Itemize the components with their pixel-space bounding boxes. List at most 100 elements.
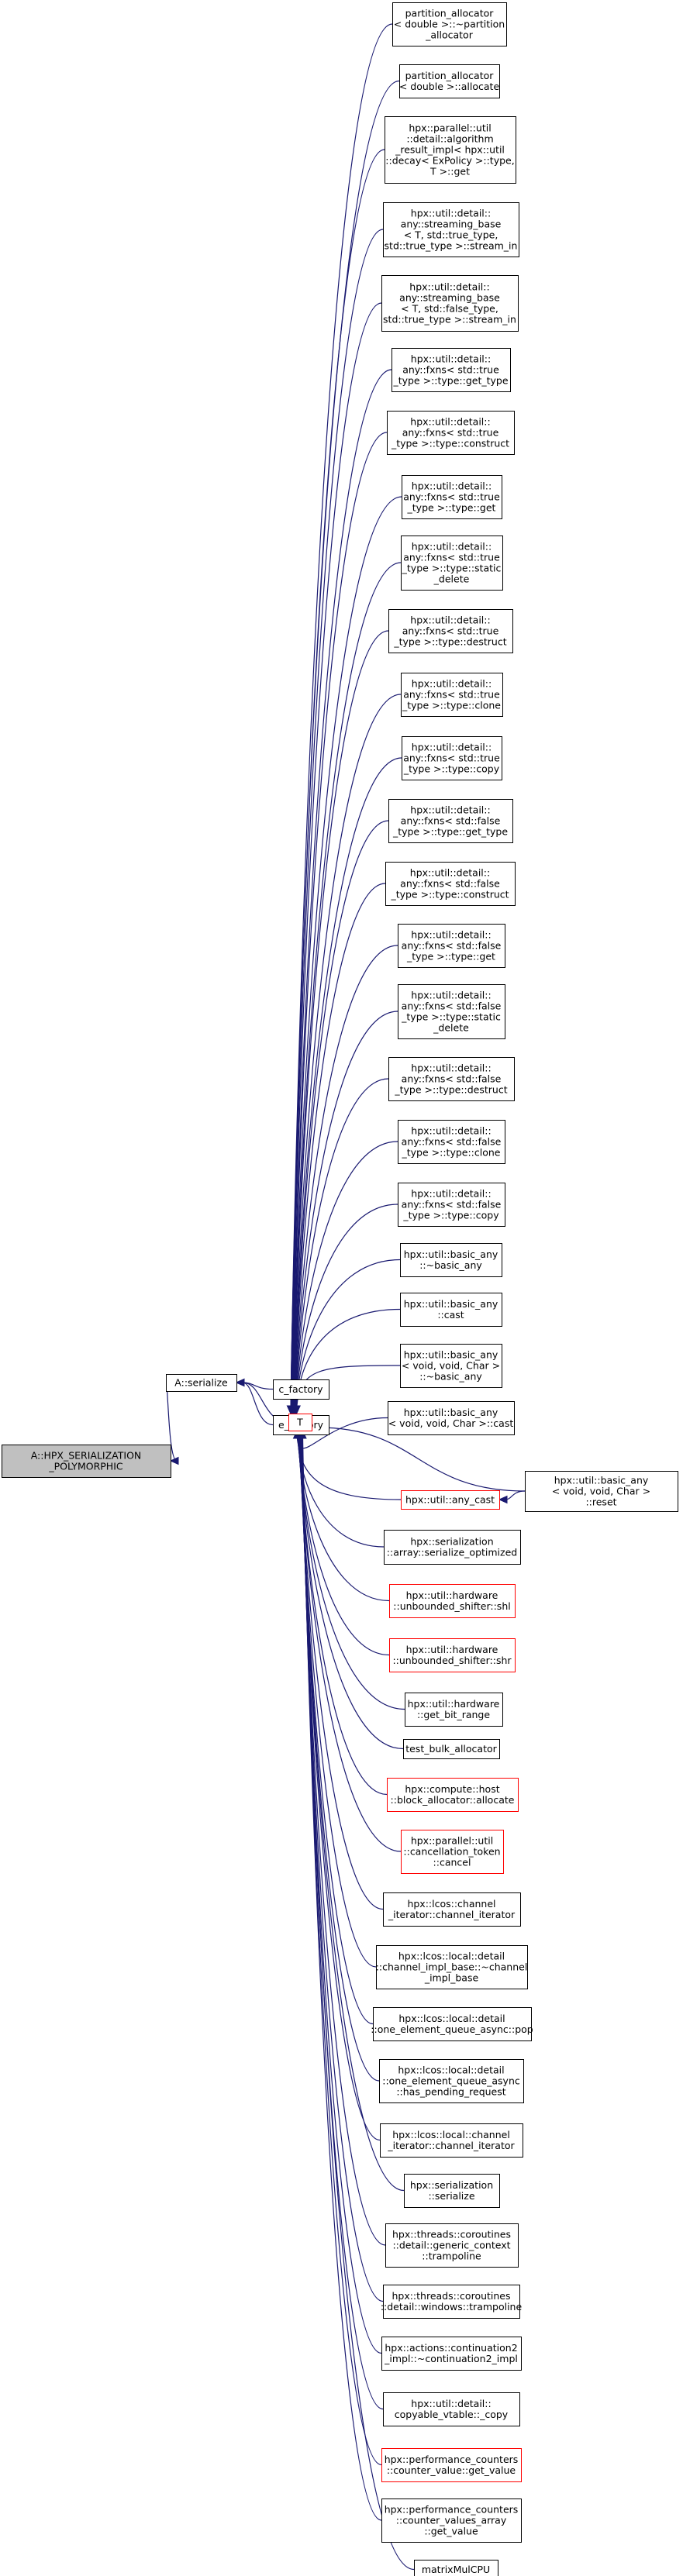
node-c24[interactable]: hpx::util::any_cast <box>401 1490 500 1510</box>
node-label: _delete <box>433 1022 469 1034</box>
node-label: ::serialize <box>428 2190 474 2202</box>
node-label: hpx::util::basic_any <box>404 1407 498 1418</box>
node-box <box>403 1739 500 1759</box>
node-label: _type >::type::construct <box>390 889 509 901</box>
node-c44[interactable]: matrixMulCPU <box>414 2560 498 2576</box>
node-c3[interactable]: hpx::parallel::util::detail::algorithm_r… <box>385 116 516 184</box>
node-label: hpx::threads::coroutines <box>392 2290 510 2302</box>
node-c19[interactable]: hpx::util::detail::any::fxns< std::false… <box>398 1183 505 1227</box>
node-label: _POLYMORPHIC <box>48 1461 122 1472</box>
node-box <box>373 2007 532 2041</box>
node-c26[interactable]: hpx::util::hardware::unbounded_shifter::… <box>389 1584 516 1618</box>
node-label: any::fxns< std::false <box>402 1136 502 1148</box>
node-label: any::fxns< std::true <box>402 364 499 376</box>
node-c14[interactable]: hpx::util::detail::any::fxns< std::false… <box>385 862 516 906</box>
node-label: hpx::util::detail:: <box>412 541 492 553</box>
node-c27[interactable]: hpx::util::hardware::unbounded_shifter::… <box>389 1638 516 1672</box>
node-label: hpx::util::detail:: <box>411 1062 491 1074</box>
node-c28[interactable]: hpx::util::hardware::get_bit_range <box>405 1693 503 1727</box>
node-c38[interactable]: hpx::threads::coroutines::detail::generi… <box>385 2223 519 2268</box>
node-box <box>525 1471 678 1512</box>
node-c36[interactable]: hpx::lcos::local::channel_iterator::chan… <box>380 2123 523 2158</box>
node-label: _type >::type::get_type <box>392 826 508 838</box>
node-label: hpx::util::detail:: <box>410 416 490 428</box>
node-c8[interactable]: hpx::util::detail::any::fxns< std::true_… <box>402 475 502 519</box>
edge-reset-to-c24 <box>505 1490 526 1500</box>
node-T[interactable]: T <box>288 1414 312 1431</box>
node-c6[interactable]: hpx::util::detail::any::fxns< std::true_… <box>392 348 511 392</box>
node-c30[interactable]: hpx::compute::host::block_allocator::all… <box>387 1778 519 1812</box>
node-label: hpx::util::detail:: <box>411 2398 491 2409</box>
node-label: A::serialize <box>174 1377 228 1389</box>
edge-c9-to-T <box>291 562 402 1414</box>
node-box <box>398 1183 505 1227</box>
node-label: _type >::type::get <box>407 502 496 514</box>
node-c_factory[interactable]: c_factory <box>273 1379 329 1400</box>
node-c9[interactable]: hpx::util::detail::any::fxns< std::true_… <box>401 536 503 591</box>
node-c7[interactable]: hpx::util::detail::any::fxns< std::true_… <box>387 411 515 455</box>
node-c23[interactable]: hpx::util::basic_any< void, void, Char >… <box>388 1401 515 1435</box>
node-c41[interactable]: hpx::util::detail::copyable_vtable::_cop… <box>383 2392 520 2426</box>
node-c2[interactable]: partition_allocator< double >::allocate <box>399 64 500 98</box>
node-label: ::counter_value::get_value <box>387 2464 516 2476</box>
node-label: _type >::type::static <box>402 563 502 574</box>
node-c15[interactable]: hpx::util::detail::any::fxns< std::false… <box>398 924 505 968</box>
node-c10[interactable]: hpx::util::detail::any::fxns< std::true_… <box>388 609 513 653</box>
node-reset[interactable]: hpx::util::basic_any< void, void, Char >… <box>525 1471 678 1512</box>
node-root[interactable]: A::HPX_SERIALIZATION_POLYMORPHIC <box>2 1445 171 1478</box>
node-serialize[interactable]: A::serialize <box>166 1374 237 1392</box>
node-c33[interactable]: hpx::lcos::local::detail::channel_impl_b… <box>376 1945 528 1989</box>
node-label: c_factory <box>278 1383 323 1395</box>
node-c4[interactable]: hpx::util::detail::any::streaming_base< … <box>383 202 519 257</box>
node-label: < double >::allocate <box>399 81 500 92</box>
node-c18[interactable]: hpx::util::detail::any::fxns< std::false… <box>398 1120 505 1164</box>
node-c16[interactable]: hpx::util::detail::any::fxns< std::false… <box>398 984 505 1039</box>
node-label: < void, void, Char >::cast <box>388 1417 514 1429</box>
node-c1[interactable]: partition_allocator< double >::~partitio… <box>392 2 507 46</box>
node-box <box>273 1379 329 1400</box>
node-label: any::fxns< std::true <box>402 625 499 637</box>
node-c21[interactable]: hpx::util::basic_any::cast <box>400 1293 502 1327</box>
node-c20[interactable]: hpx::util::basic_any::~basic_any <box>400 1243 502 1277</box>
node-c5[interactable]: hpx::util::detail::any::streaming_base< … <box>381 275 519 332</box>
node-c39[interactable]: hpx::threads::coroutines::detail::window… <box>381 2285 523 2319</box>
node-label: < void, void, Char > <box>552 1486 650 1497</box>
node-label: hpx::performance_counters <box>385 2454 519 2465</box>
node-c17[interactable]: hpx::util::detail::any::fxns< std::false… <box>388 1057 515 1101</box>
node-box <box>388 609 513 653</box>
node-label: hpx::util::hardware <box>408 1698 500 1710</box>
node-label: ::detail::algorithm <box>406 133 493 145</box>
node-label: any::streaming_base <box>401 219 502 230</box>
node-label: _type >::type::get_type <box>392 375 508 387</box>
node-c35[interactable]: hpx::lcos::local::detail::one_element_qu… <box>379 2059 524 2103</box>
node-c13[interactable]: hpx::util::detail::any::fxns< std::false… <box>388 799 513 843</box>
node-c11[interactable]: hpx::util::detail::any::fxns< std::true_… <box>401 673 503 717</box>
node-c43[interactable]: hpx::performance_counters::counter_value… <box>381 2499 522 2543</box>
node-c25[interactable]: hpx::serialization::array::serialize_opt… <box>384 1530 521 1565</box>
node-box <box>381 2337 522 2371</box>
edge-c38-to-T <box>300 1430 386 2246</box>
node-box <box>398 984 505 1039</box>
node-c29[interactable]: test_bulk_allocator <box>403 1739 500 1759</box>
node-c42[interactable]: hpx::performance_counters::counter_value… <box>381 2448 522 2482</box>
node-label: partition_allocator <box>405 70 495 81</box>
node-label: _iterator::channel_iterator <box>387 2140 515 2151</box>
node-c37[interactable]: hpx::serialization::serialize <box>404 2174 500 2208</box>
node-label: hpx::util::detail:: <box>411 1188 491 1200</box>
node-box <box>381 275 519 332</box>
node-c32[interactable]: hpx::lcos::channel_iterator::channel_ite… <box>383 1892 521 1927</box>
edge-reset-to-T <box>317 1427 526 1492</box>
node-label: hpx::util::basic_any <box>404 1298 498 1310</box>
node-box <box>388 1057 515 1101</box>
node-c31[interactable]: hpx::parallel::util::cancellation_token:… <box>401 1830 504 1874</box>
node-label: hpx::serialization <box>410 1536 493 1548</box>
node-c40[interactable]: hpx::actions::continuation2_impl::~conti… <box>381 2337 522 2371</box>
node-c22[interactable]: hpx::util::basic_any< void, void, Char >… <box>400 1344 502 1388</box>
edge-c44-to-T <box>302 1430 415 2571</box>
node-c12[interactable]: hpx::util::detail::any::fxns< std::true_… <box>402 736 502 780</box>
arrowhead <box>235 1378 245 1387</box>
node-label: any::fxns< std::false <box>402 940 502 952</box>
node-label: T >::get <box>429 166 470 177</box>
node-label: std::true_type >::stream_in <box>383 314 516 325</box>
node-c34[interactable]: hpx::lcos::local::detail::one_element_qu… <box>371 2007 533 2041</box>
